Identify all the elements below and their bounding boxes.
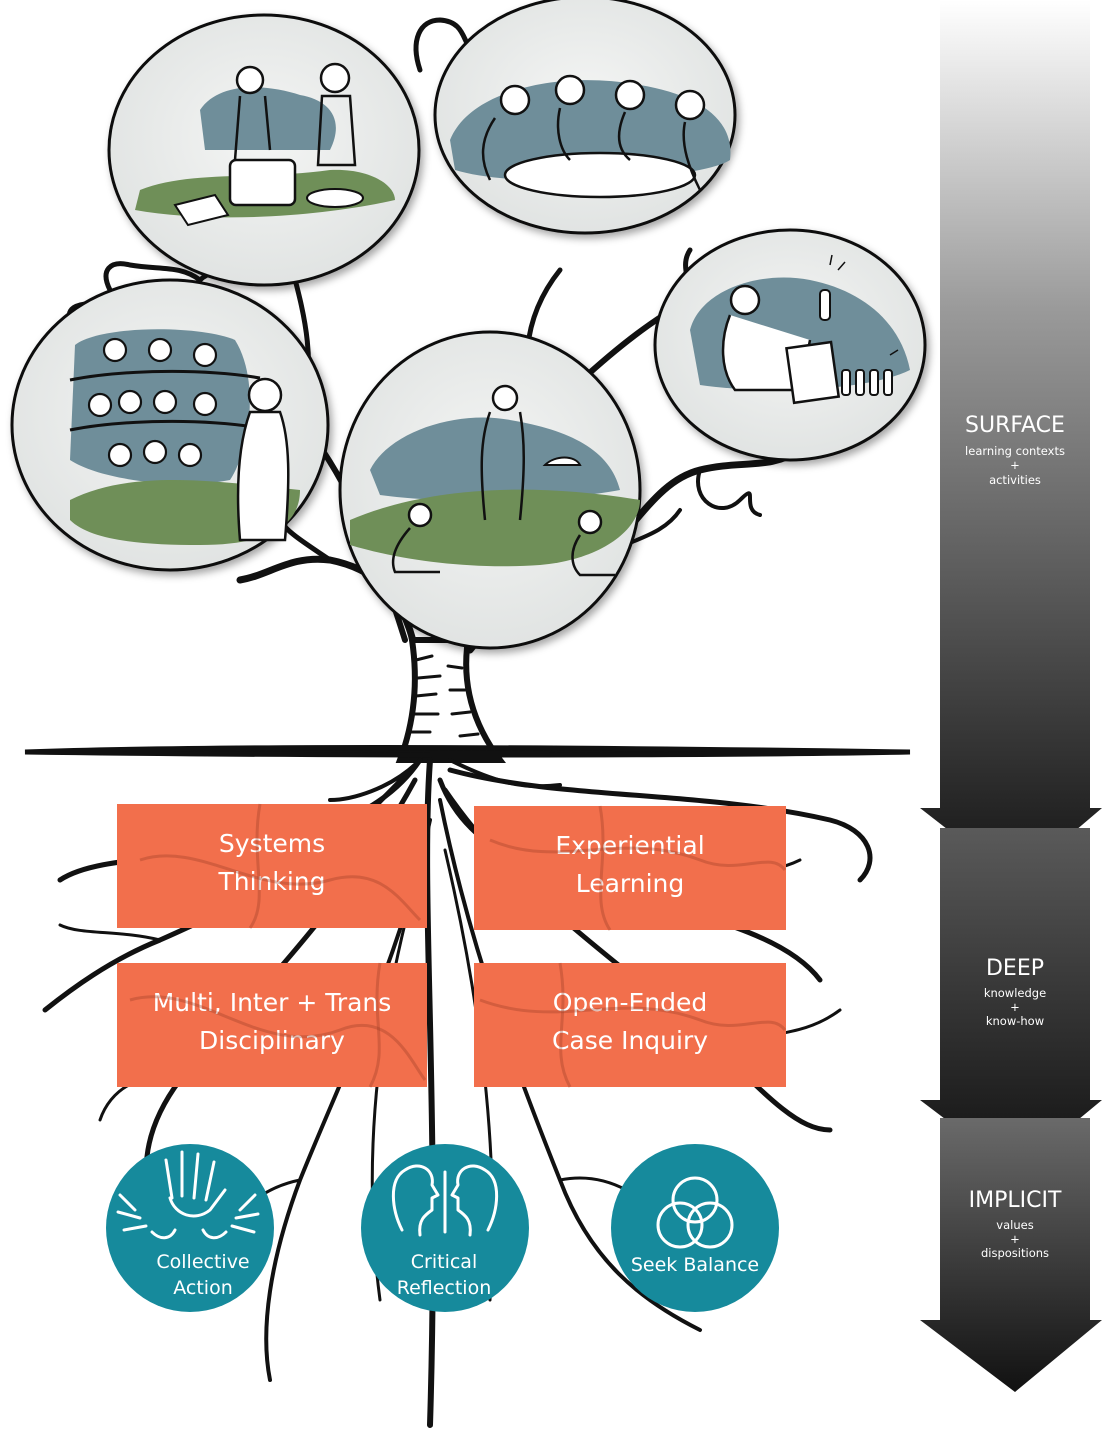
level-plus: + xyxy=(1010,1000,1020,1014)
value-circle-collective-action: Collective Action xyxy=(106,1144,274,1312)
lecture-hall-scene-icon xyxy=(69,329,300,545)
practice-box-line2: Thinking xyxy=(217,867,325,896)
value-circle-critical-reflection: Critical Reflection xyxy=(361,1144,529,1312)
scene-bubble-lecture xyxy=(10,278,330,572)
fieldwork-scene-icon xyxy=(350,384,640,577)
level-title: DEEP xyxy=(986,956,1044,981)
value-circle-line2: Reflection xyxy=(397,1277,492,1299)
laboratory-scene-icon xyxy=(690,254,910,405)
group-discussion-scene-icon xyxy=(450,74,731,199)
practice-box-line1: Experiential xyxy=(555,831,704,860)
level-label-deep: DEEP knowledge + know-how xyxy=(984,956,1046,1028)
level-title: SURFACE xyxy=(965,413,1065,438)
practice-box-line2: Disciplinary xyxy=(199,1026,345,1055)
value-circle-line1: Critical xyxy=(411,1251,477,1273)
practice-box-open-ended-case-inquiry: Open-Ended Case Inquiry xyxy=(474,963,786,1087)
level-plus: + xyxy=(1010,458,1020,472)
practice-box-systems-thinking: Systems Thinking xyxy=(117,804,427,928)
practice-box-line2: Learning xyxy=(576,869,685,898)
root-overlay-strands xyxy=(129,803,787,1088)
scene-bubble-cooking xyxy=(107,13,421,287)
level-sub2: activities xyxy=(989,473,1041,487)
cooking-scene-icon xyxy=(135,62,395,227)
two-faces-icon xyxy=(391,1164,499,1237)
level-sub1: learning contexts xyxy=(965,444,1065,458)
scene-bubble-laboratory xyxy=(653,228,927,462)
value-circle-line1: Collective xyxy=(156,1251,249,1273)
scene-bubble-fieldwork xyxy=(338,330,642,650)
value-circle-line1: Seek Balance xyxy=(631,1254,759,1276)
level-plus: + xyxy=(1010,1232,1020,1246)
practice-box-experiential-learning: Experiential Learning xyxy=(474,806,786,930)
practice-box-line1: Multi, Inter + Trans xyxy=(153,988,392,1017)
level-label-implicit: IMPLICIT values + dispositions xyxy=(969,1188,1062,1260)
practice-box-line1: Open-Ended xyxy=(553,988,708,1017)
level-sub2: dispositions xyxy=(981,1246,1049,1260)
hands-icon xyxy=(116,1150,260,1240)
value-circle-seek-balance: Seek Balance xyxy=(611,1144,779,1312)
level-label-surface: SURFACE learning contexts + activities xyxy=(965,413,1065,487)
level-sub1: values xyxy=(996,1218,1033,1232)
trefoil-knot-icon xyxy=(656,1176,734,1249)
scene-bubble-discussion xyxy=(433,0,737,235)
practice-box-multi-inter-trans-disciplinary: Multi, Inter + Trans Disciplinary xyxy=(117,963,427,1087)
level-sub1: knowledge xyxy=(984,986,1046,1000)
practice-box-line2: Case Inquiry xyxy=(552,1026,708,1055)
ground-line xyxy=(24,745,911,758)
practice-box-line1: Systems xyxy=(219,829,325,858)
level-title: IMPLICIT xyxy=(969,1188,1062,1213)
tree-trunk xyxy=(395,637,506,763)
level-sub2: know-how xyxy=(986,1014,1044,1028)
depth-arrow: SURFACE learning contexts + activities D… xyxy=(920,0,1102,1392)
value-circle-line2: Action xyxy=(173,1277,233,1299)
